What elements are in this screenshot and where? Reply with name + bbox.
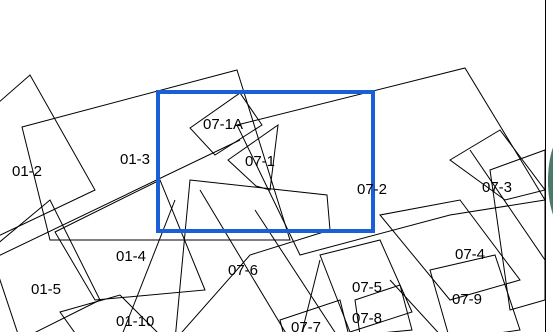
parcel-outline-07-4[interactable]: [379, 199, 521, 301]
parcel-outline-07-5[interactable]: [319, 239, 413, 332]
parcel-label-07-1[interactable]: 07-1: [245, 153, 275, 170]
parcel-outline-01-2[interactable]: [0, 74, 96, 240]
boundary-line: [301, 259, 321, 332]
parcel-label-01-3[interactable]: 01-3: [120, 151, 150, 168]
parcel-label-07-6[interactable]: 07-6: [228, 262, 258, 279]
parcel-outline-07-9[interactable]: [429, 254, 521, 332]
boundary-line: [199, 189, 286, 332]
parcel-label-07-4[interactable]: 07-4: [455, 246, 485, 263]
parcel-outline-01-3[interactable]: [21, 69, 291, 241]
selection-box[interactable]: [156, 90, 375, 233]
side-panel-tab[interactable]: [548, 136, 553, 226]
parcel-outline-07-6[interactable]: [175, 179, 331, 332]
parcel-outline-01-10[interactable]: [59, 294, 165, 332]
parcel-label-07-1a[interactable]: 07-1A: [203, 116, 243, 133]
parcel-label-01-5[interactable]: 01-5: [31, 281, 61, 298]
parcel-outline-07-2[interactable]: [236, 67, 546, 256]
boundary-line: [122, 199, 176, 332]
parcel-label-01-2[interactable]: 01-2: [12, 163, 42, 180]
parcel-labels: 01-2 01-3 01-4 01-5 01-10 07-1A 07-1 07-…: [12, 116, 512, 332]
parcel-label-07-5[interactable]: 07-5: [352, 279, 382, 296]
parcel-label-07-9[interactable]: 07-9: [452, 291, 482, 308]
parcel-outline-01-4[interactable]: [54, 179, 206, 301]
parcel-label-01-10[interactable]: 01-10: [116, 313, 154, 330]
boundary-line: [389, 279, 439, 332]
parcel-outline-01-5[interactable]: [0, 199, 101, 332]
parcel-label-01-4[interactable]: 01-4: [116, 248, 146, 265]
boundary-line: [0, 139, 241, 256]
parcel-label-07-7[interactable]: 07-7: [291, 319, 321, 332]
boundary-line: [469, 149, 546, 261]
parcel-label-07-2[interactable]: 07-2: [357, 181, 387, 198]
parcel-label-07-8[interactable]: 07-8: [352, 310, 382, 327]
parcel-label-07-3[interactable]: 07-3: [482, 179, 512, 196]
parcel-outline-07-1a[interactable]: [189, 92, 263, 156]
parcel-outline-07-7[interactable]: [279, 299, 350, 332]
parcel-outline-07-1[interactable]: [227, 123, 279, 191]
parcel-outline-07-8[interactable]: [354, 284, 413, 332]
